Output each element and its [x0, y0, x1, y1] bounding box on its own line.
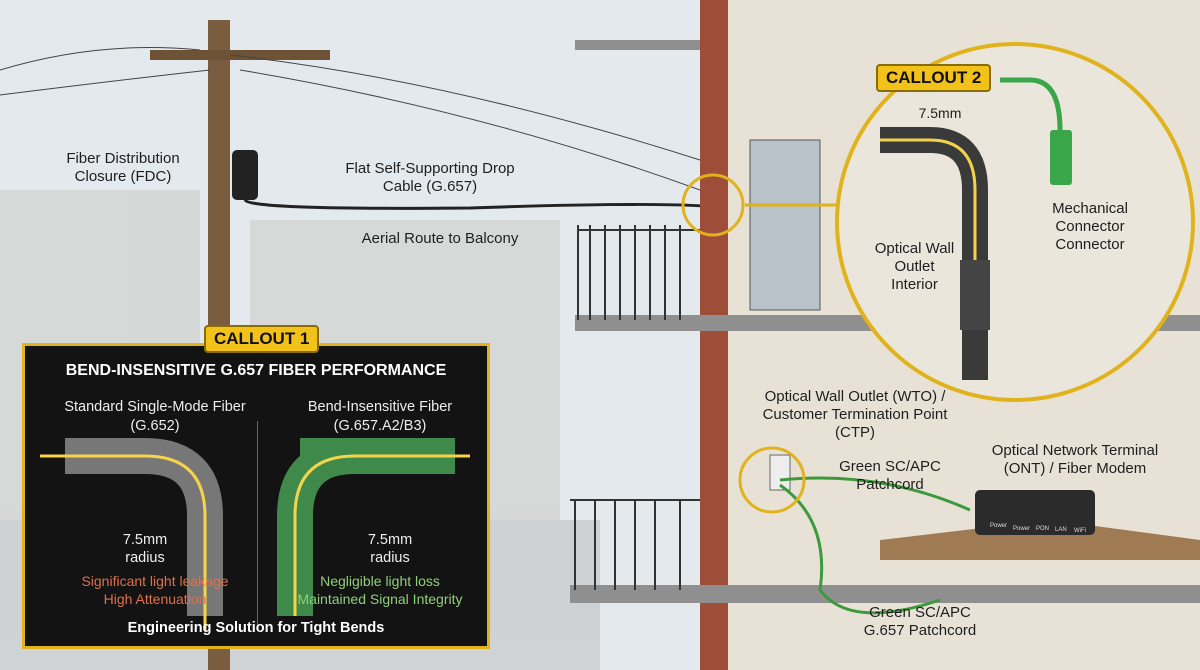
fdc-label: Fiber Distribution Closure (FDC) [66, 150, 180, 185]
g657-result-1: Negligible light loss [320, 573, 440, 589]
callout2-outlet-label: Optical Wall Outlet Interior [874, 240, 955, 293]
wall-outlet-icon [769, 454, 791, 491]
g652-result-2: High Attenuation [103, 591, 207, 607]
desk [880, 520, 1200, 560]
green-connector-icon [1050, 130, 1072, 185]
led-label: Power [990, 523, 1008, 529]
g657-radius: 7.5mm radius [367, 532, 413, 566]
led-label: PON [1036, 526, 1050, 532]
patchcord-floor-label: Green SC/APC G.657 Patchcord [863, 604, 977, 639]
ont-label: Optical Network Terminal (ONT) / Fiber M… [991, 442, 1159, 477]
led-label: Power [1013, 526, 1031, 532]
g657-result: Negligible light loss Maintained Signal … [265, 572, 495, 608]
g652-result: Significant light leakage High Attenuati… [40, 572, 270, 608]
callout1-footer: Engineering Solution for Tight Bends [127, 620, 385, 636]
wto-marker [738, 446, 806, 514]
g652-result-1: Significant light leakage [81, 573, 229, 589]
fiber-bend-diagrams [40, 438, 470, 631]
wto-label: Optical Wall Outlet (WTO) / Customer Ter… [762, 388, 948, 441]
led-label: LAN [1055, 527, 1067, 533]
callout2-tag: CALLOUT 2 [876, 64, 992, 92]
column-divider [257, 421, 258, 631]
mechanical-connector-icon [960, 260, 990, 330]
g652-radius: 7.5mm radius [122, 532, 168, 566]
callout2-marker [681, 173, 745, 237]
callout2-circle [835, 42, 1195, 402]
callout2-dimension: 7.5mm [918, 105, 962, 121]
g657-result-2: Maintained Signal Integrity [297, 591, 463, 607]
callout2-connector-label: Mechanical Connector Connector [1052, 200, 1128, 253]
fdc-closure-icon [232, 150, 258, 200]
led-label: WiFi [1074, 528, 1086, 534]
g657-heading: Bend-Insensitive Fiber (G.657.A2/B3) [307, 399, 453, 434]
patchcord-wall-label: Green SC/APC Patchcord [839, 458, 941, 493]
aerial-route-label: Aerial Route to Balcony [361, 230, 519, 247]
callout1-panel: BEND-INSENSITIVE G.657 FIBER PERFORMANCE… [22, 343, 490, 649]
drop-cable-label: Flat Self-Supporting Drop Cable (G.657) [345, 160, 515, 195]
callout1-tag: CALLOUT 1 [204, 325, 320, 353]
g652-heading: Standard Single-Mode Fiber (G.652) [64, 399, 246, 434]
ont-device-icon [975, 490, 1095, 535]
callout1-title: BEND-INSENSITIVE G.657 FIBER PERFORMANCE [65, 362, 447, 379]
